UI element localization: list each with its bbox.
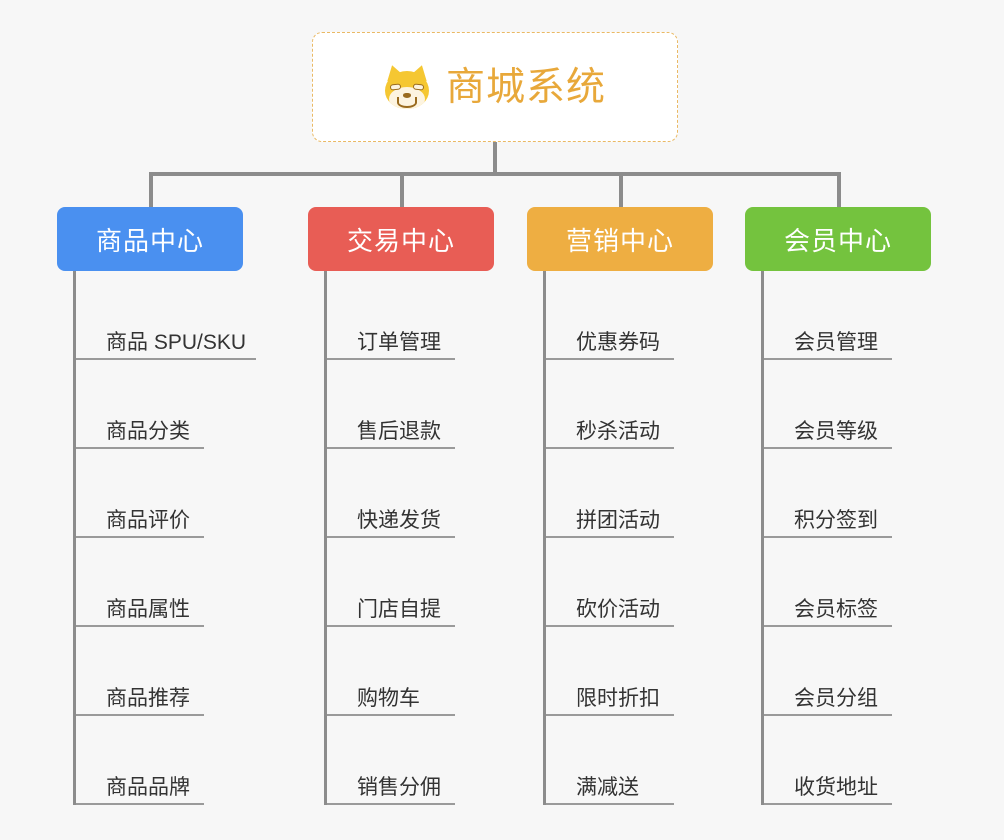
list-item[interactable]: 订单管理: [327, 271, 538, 360]
leaf-label: 砍价活动: [546, 598, 674, 627]
connector-drop-1: [400, 172, 404, 208]
connector-drop-3: [837, 172, 841, 208]
leaf-label: 收货地址: [764, 776, 892, 805]
list-item[interactable]: 会员等级: [764, 360, 975, 449]
connector-drop-2: [619, 172, 623, 208]
list-item[interactable]: 售后退款: [327, 360, 538, 449]
leaf-label: 限时折扣: [546, 687, 674, 716]
category-box-2[interactable]: 营销中心: [527, 207, 713, 271]
leaf-label: 满减送: [546, 776, 674, 805]
leaf-label: 售后退款: [327, 420, 455, 449]
list-item[interactable]: 秒杀活动: [546, 360, 757, 449]
list-item[interactable]: 商品 SPU/SKU: [76, 271, 287, 360]
connector-drop-0: [149, 172, 153, 208]
category-children-3: 会员管理 会员等级 积分签到 会员标签 会员分组 收货地址: [761, 271, 975, 805]
list-item[interactable]: 商品属性: [76, 538, 287, 627]
leaf-label: 商品分类: [76, 420, 204, 449]
connector-bus: [149, 172, 841, 176]
category-column-0: 商品中心 商品 SPU/SKU 商品分类 商品评价 商品属性 商品推荐 商品品牌: [57, 207, 287, 805]
list-item[interactable]: 收货地址: [764, 716, 975, 805]
root-title: 商城系统: [445, 65, 606, 109]
list-item[interactable]: 商品分类: [76, 360, 287, 449]
category-column-2: 营销中心 优惠券码 秒杀活动 拼团活动 砍价活动 限时折扣 满减送: [527, 207, 757, 805]
leaf-label: 商品属性: [76, 598, 204, 627]
leaf-label: 会员管理: [764, 331, 892, 360]
category-children-0: 商品 SPU/SKU 商品分类 商品评价 商品属性 商品推荐 商品品牌: [73, 271, 287, 805]
category-label-0: 商品中心: [95, 225, 204, 256]
leaf-label: 会员等级: [764, 420, 892, 449]
leaf-label: 会员分组: [764, 687, 892, 716]
list-item[interactable]: 会员分组: [764, 627, 975, 716]
connector-trunk: [493, 142, 497, 175]
leaf-label: 优惠券码: [546, 331, 674, 360]
leaf-label: 拼团活动: [546, 509, 674, 538]
list-item[interactable]: 商品推荐: [76, 627, 287, 716]
category-children-1: 订单管理 售后退款 快递发货 门店自提 购物车 销售分佣: [324, 271, 538, 805]
root-node[interactable]: 商城系统: [312, 32, 678, 142]
category-column-3: 会员中心 会员管理 会员等级 积分签到 会员标签 会员分组 收货地址: [745, 207, 975, 805]
category-box-0[interactable]: 商品中心: [57, 207, 243, 271]
category-label-2: 营销中心: [565, 225, 674, 256]
shiba-dog-icon: [383, 62, 431, 109]
leaf-label: 会员标签: [764, 598, 892, 627]
leaf-label: 购物车: [327, 687, 455, 716]
leaf-label: 订单管理: [327, 331, 455, 360]
category-label-3: 会员中心: [783, 225, 892, 256]
list-item[interactable]: 会员标签: [764, 538, 975, 627]
leaf-label: 门店自提: [327, 598, 455, 627]
leaf-label: 商品 SPU/SKU: [76, 331, 257, 360]
list-item[interactable]: 销售分佣: [327, 716, 538, 805]
leaf-label: 商品品牌: [76, 776, 204, 805]
leaf-label: 积分签到: [764, 509, 892, 538]
list-item[interactable]: 限时折扣: [546, 627, 757, 716]
list-item[interactable]: 购物车: [327, 627, 538, 716]
list-item[interactable]: 优惠券码: [546, 271, 757, 360]
category-column-1: 交易中心 订单管理 售后退款 快递发货 门店自提 购物车 销售分佣: [308, 207, 538, 805]
leaf-label: 商品推荐: [76, 687, 204, 716]
list-item[interactable]: 拼团活动: [546, 449, 757, 538]
category-children-2: 优惠券码 秒杀活动 拼团活动 砍价活动 限时折扣 满减送: [543, 271, 757, 805]
category-label-1: 交易中心: [346, 225, 455, 256]
list-item[interactable]: 会员管理: [764, 271, 975, 360]
list-item[interactable]: 砍价活动: [546, 538, 757, 627]
leaf-label: 秒杀活动: [546, 420, 674, 449]
leaf-label: 快递发货: [327, 509, 455, 538]
list-item[interactable]: 快递发货: [327, 449, 538, 538]
category-box-3[interactable]: 会员中心: [745, 207, 931, 271]
list-item[interactable]: 满减送: [546, 716, 757, 805]
leaf-label: 销售分佣: [327, 776, 455, 805]
list-item[interactable]: 商品品牌: [76, 716, 287, 805]
list-item[interactable]: 门店自提: [327, 538, 538, 627]
category-box-1[interactable]: 交易中心: [308, 207, 494, 271]
list-item[interactable]: 积分签到: [764, 449, 975, 538]
list-item[interactable]: 商品评价: [76, 449, 287, 538]
leaf-label: 商品评价: [76, 509, 204, 538]
